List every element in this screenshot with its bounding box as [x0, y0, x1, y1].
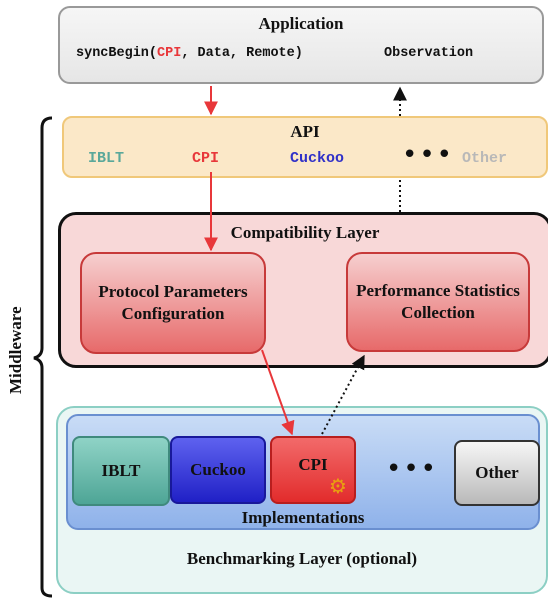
implementations-title: Implementations: [241, 508, 365, 527]
impl-cpi-box: CPI: [270, 436, 356, 504]
api-item-cuckoo: Cuckoo: [290, 150, 345, 167]
sync-begin-cpi: CPI: [157, 46, 182, 61]
application-title: Application: [258, 14, 344, 33]
api-item-cpi: CPI: [192, 150, 220, 167]
impl-ellipsis: •••: [386, 454, 439, 484]
sync-begin-call: syncBegin(CPI, Data, Remote): [76, 46, 303, 61]
impl-cpi-label: CPI: [298, 455, 328, 474]
api-title: API: [290, 122, 320, 141]
gear-icon: ⚙: [329, 474, 347, 498]
impl-iblt-box: IBLT: [72, 436, 170, 506]
sync-begin-prefix: syncBegin(: [76, 46, 158, 61]
benchmarking-layer-title: Benchmarking Layer (optional): [186, 549, 418, 568]
impl-other-box: Other: [454, 440, 540, 506]
application-box: Application syncBegin(CPI, Data, Remote)…: [58, 6, 544, 84]
middleware-brace: [33, 116, 53, 598]
protocol-parameters-box: Protocol Parameters Configuration: [80, 252, 266, 354]
api-box: API IBLT CPI Cuckoo ••• Other: [62, 116, 548, 178]
observation-label: Observation: [384, 46, 474, 61]
api-item-iblt: IBLT: [88, 150, 125, 167]
performance-statistics-box: Performance Statistics Collection: [346, 252, 530, 352]
middleware-label: Middleware: [6, 306, 25, 394]
api-item-other: Other: [462, 150, 508, 167]
api-ellipsis: •••: [402, 140, 455, 170]
sync-begin-suffix: , Data, Remote): [181, 46, 303, 61]
impl-cuckoo-box: Cuckoo: [170, 436, 266, 504]
compatibility-layer-title: Compatibility Layer: [230, 223, 380, 242]
